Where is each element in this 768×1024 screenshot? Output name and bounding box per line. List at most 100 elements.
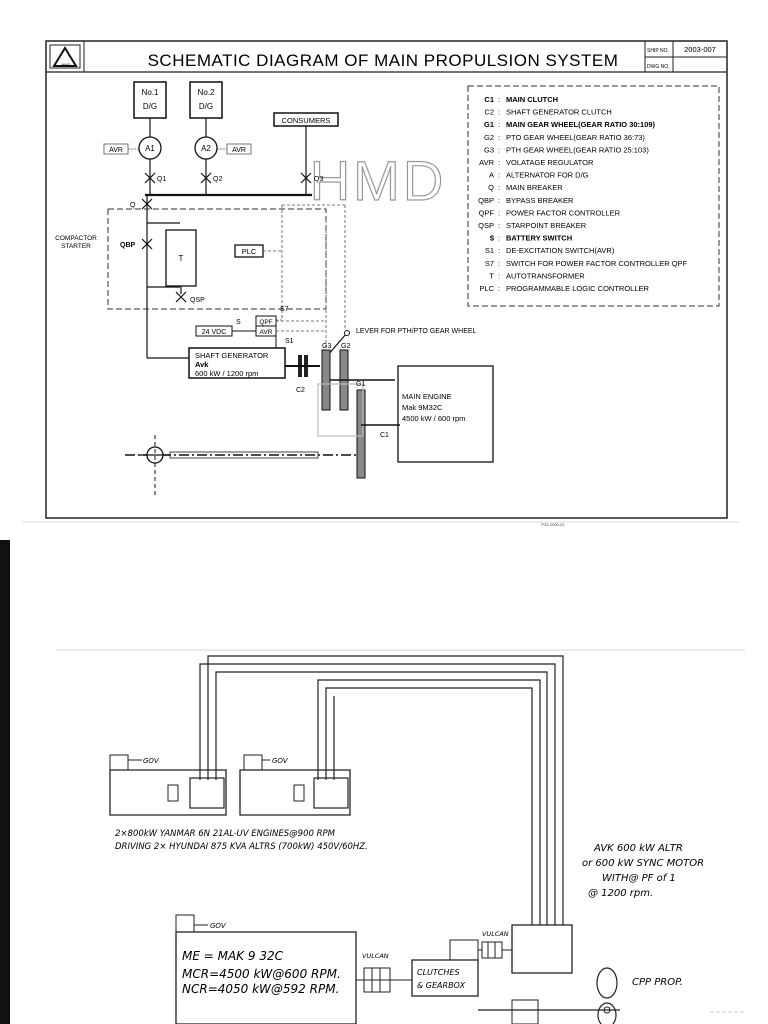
genset-2: GOV (239, 754, 351, 816)
lever-label: LEVER FOR PTH/PTO GEAR WHEEL (356, 328, 477, 335)
genset-1: GOV (109, 754, 227, 816)
legend-separator: : (498, 145, 500, 154)
legend-description: ALTERNATOR FOR D/G (506, 171, 589, 180)
me-label-1: MAIN ENGINE (402, 392, 452, 401)
legend-description: VOLATAGE REGULATOR (506, 158, 594, 167)
legend-code: C2 (484, 108, 494, 117)
legend-separator: : (498, 259, 500, 268)
legend-code: C1 (484, 95, 494, 104)
legend-description: DE-EXCITATION SWITCH(AVR) (506, 246, 615, 255)
legend-code: G1 (484, 120, 494, 129)
cable-runs (199, 655, 564, 925)
legend-description: AUTOTRANSFORMER (506, 271, 585, 280)
avk-note-3: WITH@ PF of 1 (602, 873, 676, 884)
cpp-propeller: CPP PROP. (590, 967, 683, 1024)
avr-left: AVR (103, 143, 139, 155)
legend-code: QSP (478, 221, 494, 230)
g2-label: G2 (341, 343, 350, 350)
clutch-label-1: CLUTCHES (417, 968, 460, 977)
q1-label: Q1 (157, 176, 166, 183)
a1-label: A1 (145, 144, 155, 153)
legend-separator: : (498, 183, 500, 192)
s7-label: S7 (280, 306, 289, 313)
q3-label: Q3 (314, 176, 323, 183)
diesel-generator-1: No.1 D/G (133, 81, 167, 119)
legend-separator: : (498, 158, 500, 167)
avr-right: AVR (217, 143, 252, 155)
legend-description: PTH GEAR WHEEL(GEAR RATIO 25:103) (506, 145, 649, 154)
dg2-label: No.2 (198, 88, 215, 97)
legend-separator: : (498, 108, 500, 117)
legend-code: QPF (479, 208, 495, 217)
c2-label: C2 (296, 387, 305, 394)
breaker-q1: Q1 (144, 172, 166, 184)
breaker-q2: Q2 (200, 172, 222, 184)
me-label-2: Mak 9M32C (402, 403, 443, 412)
diagram-title: SCHEMATIC DIAGRAM OF MAIN PROPULSION SYS… (148, 51, 619, 70)
dg1-type: D/G (143, 102, 157, 111)
legend-separator: : (498, 120, 500, 129)
breaker-q3: Q3 (300, 172, 323, 184)
vulcan1-label: VULCAN (362, 952, 389, 960)
shaftgen-label-2: Avk (195, 360, 209, 369)
main-engine-sketch: GOV ME = MAK 9 32C MCR=4500 kW@600 RPM. … (175, 914, 357, 1024)
legend-description: BYPASS BREAKER (506, 196, 574, 205)
gear-lever: LEVER FOR PTH/PTO GEAR WHEEL (327, 328, 477, 356)
legend-code: T (489, 271, 494, 280)
legend-code: G2 (484, 133, 494, 142)
legend-description: PTO GEAR WHEEL(GEAR RATIO 36:73) (506, 133, 645, 142)
dwg-no-label: DWG NO. (647, 64, 670, 70)
g3-label: G3 (322, 343, 331, 350)
legend-separator: : (498, 234, 500, 243)
legend-separator: : (498, 221, 500, 230)
compactor-label-2: STARTER (61, 243, 91, 250)
legend-separator: : (498, 95, 500, 104)
footer-code: P33-2000-01 (541, 522, 565, 527)
legend-code: S7 (485, 259, 494, 268)
vdc-label: 24 VDC (202, 329, 227, 336)
legend-code: A (489, 171, 494, 180)
dg2-type: D/G (199, 102, 213, 111)
scan-edge (0, 540, 10, 1024)
shaftgen-label-3: 600 kW / 1200 rpm (195, 369, 258, 378)
title-block: SHIP NO. 2003-007 DWG NO. (644, 41, 727, 72)
t-label: T (179, 254, 184, 263)
legend-separator: : (498, 171, 500, 180)
drive-train-sketch: VULCAN CLUTCHES & GEARBOX VULCAN (356, 924, 590, 1024)
legend-separator: : (498, 246, 500, 255)
breaker-qbp: QBP (120, 238, 153, 250)
legend-code: PLC (479, 284, 494, 293)
engines-note-2: DRIVING 2× HYUNDAI 875 KVA ALTRS (700kW)… (115, 842, 368, 852)
shaftgen-label-1: SHAFT GENERATOR (195, 351, 269, 360)
avr-left-label: AVR (109, 147, 123, 154)
legend-code: $ (490, 234, 495, 243)
gov1-label: GOV (143, 757, 160, 765)
a2-label: A2 (201, 144, 211, 153)
legend-code: G3 (484, 145, 494, 154)
legend-description: SHAFT GENERATOR CLUTCH (506, 108, 612, 117)
qpf-label: QPF (259, 319, 272, 326)
ship-no-label: SHIP NO. (647, 48, 669, 54)
legend-description: MAIN GEAR WHEEL(GEAR RATIO 30:109) (506, 120, 656, 129)
hmd-watermark: HMD (310, 149, 447, 212)
legend-code: S1 (485, 246, 494, 255)
g1-label: G1 (356, 381, 365, 388)
q2-label: Q2 (213, 176, 222, 183)
prop-label: CPP PROP. (632, 977, 683, 988)
hmd-logo: HMD (49, 44, 81, 69)
c1-label: C1 (380, 432, 389, 439)
legend-code: QBP (478, 196, 494, 205)
s1-label: S1 (285, 338, 294, 345)
legend-separator: : (498, 133, 500, 142)
q-label: Q (130, 202, 136, 209)
gov3-label: GOV (210, 922, 227, 930)
me-sketch-1: ME = MAK 9 32C (182, 949, 284, 963)
consumers-box: CONSUMERS (273, 112, 339, 127)
gov2-label: GOV (272, 757, 289, 765)
legend-code: AVR (479, 158, 494, 167)
diesel-generator-2: No.2 D/G (189, 81, 223, 119)
legend-separator: : (498, 271, 500, 280)
avr-box-label: AVR (260, 329, 273, 336)
